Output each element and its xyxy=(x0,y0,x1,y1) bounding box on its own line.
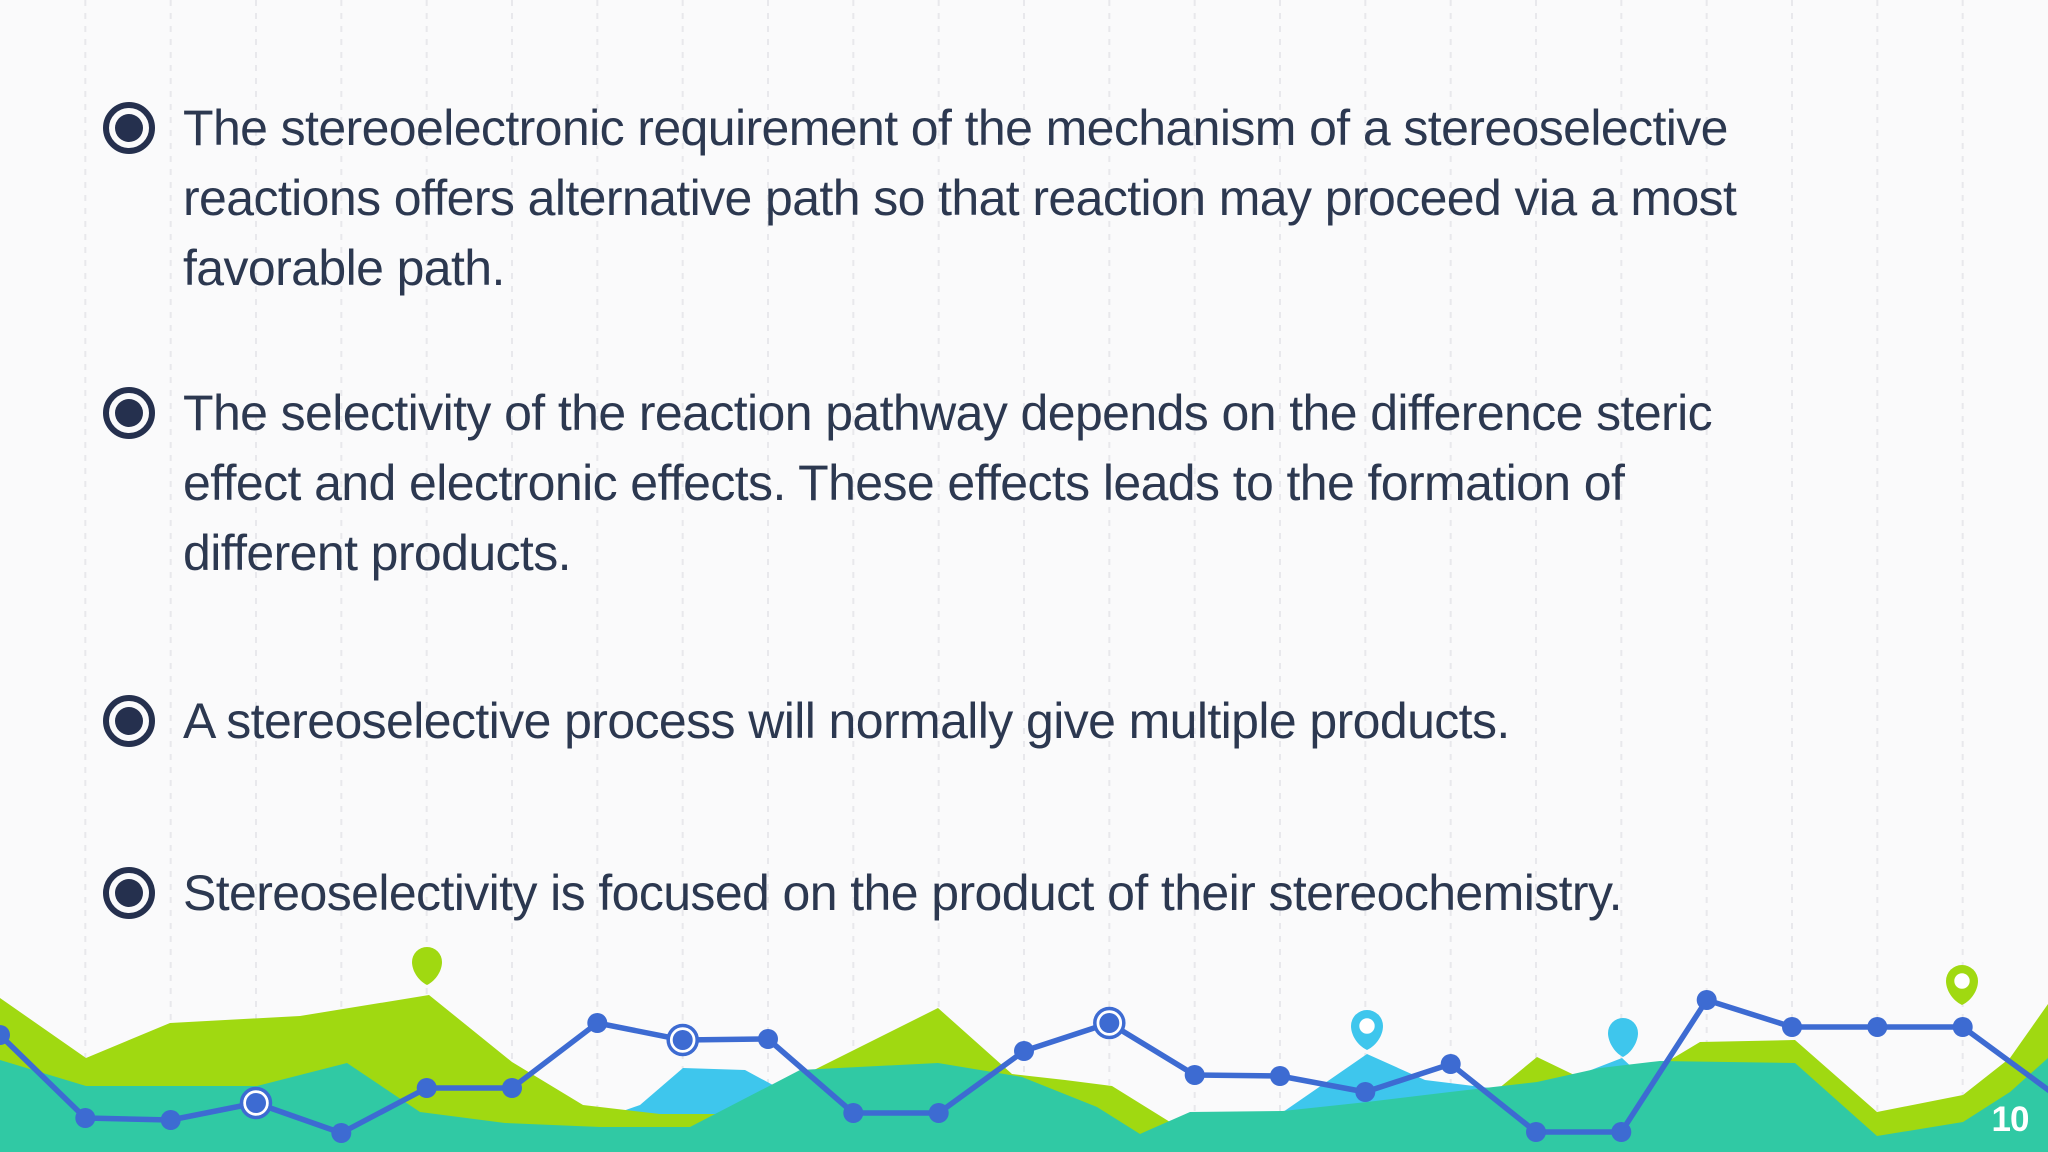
ringed-data-point xyxy=(239,1086,273,1120)
bullet-dot xyxy=(115,399,143,427)
bullet-3-line-1: A stereoselective process will normally … xyxy=(183,693,1510,749)
bullet-dot xyxy=(115,114,143,142)
bullet-dot xyxy=(115,879,143,907)
data-point xyxy=(502,1078,522,1098)
map-pin-icon-lime-solid xyxy=(412,947,442,985)
data-point xyxy=(587,1013,608,1033)
data-point xyxy=(1867,1017,1888,1037)
bullet-2-line-1: The selectivity of the reaction pathway … xyxy=(183,385,1713,441)
data-point xyxy=(843,1103,864,1123)
data-point xyxy=(1184,1065,1205,1085)
map-pin-hole xyxy=(1954,973,1970,989)
data-point xyxy=(160,1110,181,1130)
data-point xyxy=(1099,1013,1120,1033)
data-point xyxy=(1782,1017,1802,1037)
bullet-text-2: The selectivity of the reaction pathway … xyxy=(183,378,1713,588)
data-point xyxy=(672,1030,693,1050)
data-point xyxy=(1526,1122,1546,1142)
bullet-1-line-1: The stereoelectronic requirement of the … xyxy=(183,100,1728,156)
bullet-2-line-3: different products. xyxy=(183,525,572,581)
bullet-text-3: A stereoselective process will normally … xyxy=(183,686,1510,756)
data-point xyxy=(1014,1041,1034,1061)
bullet-1-line-3: favorable path. xyxy=(183,240,505,296)
data-point xyxy=(1270,1066,1290,1086)
data-point xyxy=(1696,990,1717,1010)
target-bullet-icon xyxy=(103,867,155,919)
data-point xyxy=(416,1078,437,1098)
data-point xyxy=(1355,1082,1376,1102)
data-point xyxy=(75,1108,96,1128)
data-point xyxy=(1440,1054,1461,1074)
data-point xyxy=(928,1103,949,1123)
data-point xyxy=(331,1123,352,1143)
target-bullet-icon xyxy=(103,695,155,747)
bullet-2-line-2: effect and electronic effects. These eff… xyxy=(183,455,1625,511)
data-point xyxy=(1952,1017,1973,1037)
bullet-dot xyxy=(115,707,143,735)
bullet-1-line-2: reactions offers alternative path so tha… xyxy=(183,170,1737,226)
bullet-text-1: The stereoelectronic requirement of the … xyxy=(183,93,1737,303)
data-point xyxy=(0,1025,10,1045)
ringed-data-point xyxy=(666,1023,699,1057)
map-pin-icon-cyan-solid xyxy=(1608,1018,1638,1057)
ringed-data-point xyxy=(1093,1006,1126,1040)
page-number: 10 xyxy=(1991,1100,2030,1139)
data-point xyxy=(758,1029,778,1049)
target-bullet-icon xyxy=(103,387,155,439)
data-point xyxy=(1611,1122,1632,1142)
bullet-4-line-1: Stereoselectivity is focused on the prod… xyxy=(183,865,1623,921)
map-pin-hole xyxy=(1359,1018,1375,1034)
bullet-text-4: Stereoselectivity is focused on the prod… xyxy=(183,858,1623,928)
target-bullet-icon xyxy=(103,102,155,154)
data-point xyxy=(246,1093,266,1113)
